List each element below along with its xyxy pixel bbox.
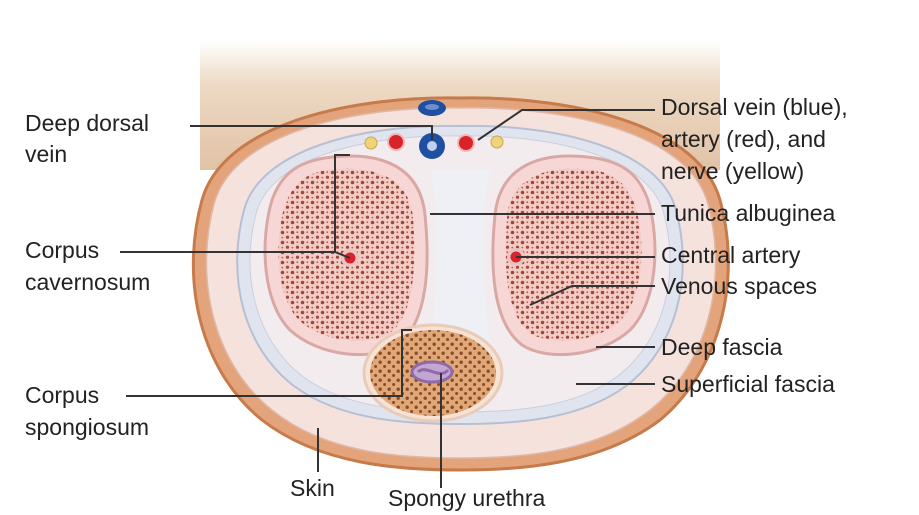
dorsal-nerve-left (365, 137, 377, 149)
label-dorsal-vessels-line1: Dorsal vein (blue), (661, 94, 848, 120)
label-deep-dorsal-vein-line2: vein (25, 141, 67, 167)
label-corpus-cavernosum-line2: cavernosum (25, 269, 150, 295)
label-deep-fascia: Deep fascia (661, 334, 783, 360)
label-tunica-albuginea: Tunica albuginea (661, 200, 836, 226)
label-corpus-cavernosum-line1: Corpus (25, 237, 99, 263)
label-venous-spaces: Venous spaces (661, 273, 817, 299)
label-corpus-cavernosum: Corpus cavernosum (25, 237, 150, 295)
label-deep-dorsal-vein-line1: Deep dorsal (25, 110, 149, 136)
label-corpus-spongiosum-line1: Corpus (25, 382, 99, 408)
label-corpus-spongiosum: Corpus spongiosum (25, 382, 149, 440)
label-spongy-urethra: Spongy urethra (388, 485, 545, 511)
spongy-urethra (412, 362, 452, 382)
label-dorsal-vessels-line2: artery (red), and (661, 126, 826, 152)
label-skin: Skin (290, 475, 335, 501)
label-deep-dorsal-vein: Deep dorsal vein (25, 110, 155, 167)
septum (430, 170, 490, 340)
dorsal-artery-left (388, 134, 404, 150)
label-superficial-fascia: Superficial fascia (661, 371, 835, 397)
label-dorsal-vessels-line3: nerve (yellow) (661, 158, 804, 184)
label-dorsal-vessels: Dorsal vein (blue), artery (red), and ne… (661, 94, 854, 184)
label-corpus-spongiosum-line2: spongiosum (25, 414, 149, 440)
dorsal-nerve-right (491, 136, 503, 148)
superficial-dorsal-vein (418, 100, 446, 116)
dorsal-artery-right (458, 135, 474, 151)
label-central-artery: Central artery (661, 242, 801, 268)
